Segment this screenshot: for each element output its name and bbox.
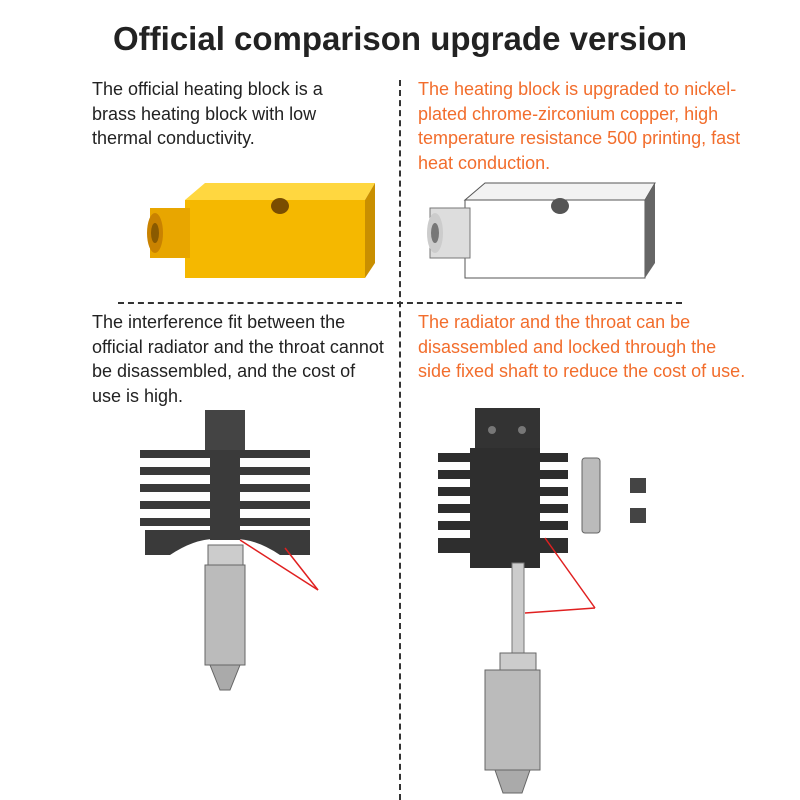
brass-heating-block-image — [147, 183, 375, 278]
vertical-divider — [399, 80, 401, 800]
official-radiator-image — [140, 410, 319, 691]
upgrade-heating-block-text: The heating block is upgraded to nickel-… — [418, 79, 741, 173]
official-heating-block-text: The official heating block is a brass he… — [92, 79, 323, 148]
horizontal-divider — [118, 302, 682, 304]
upgraded-radiator-image — [438, 408, 646, 794]
page-title: Official comparison upgrade version — [113, 20, 687, 57]
upgrade-radiator-text: The radiator and the throat can be disas… — [418, 312, 746, 381]
official-radiator-text: The interference fit between the officia… — [92, 312, 384, 406]
upgraded-heating-block-image — [427, 182, 656, 279]
